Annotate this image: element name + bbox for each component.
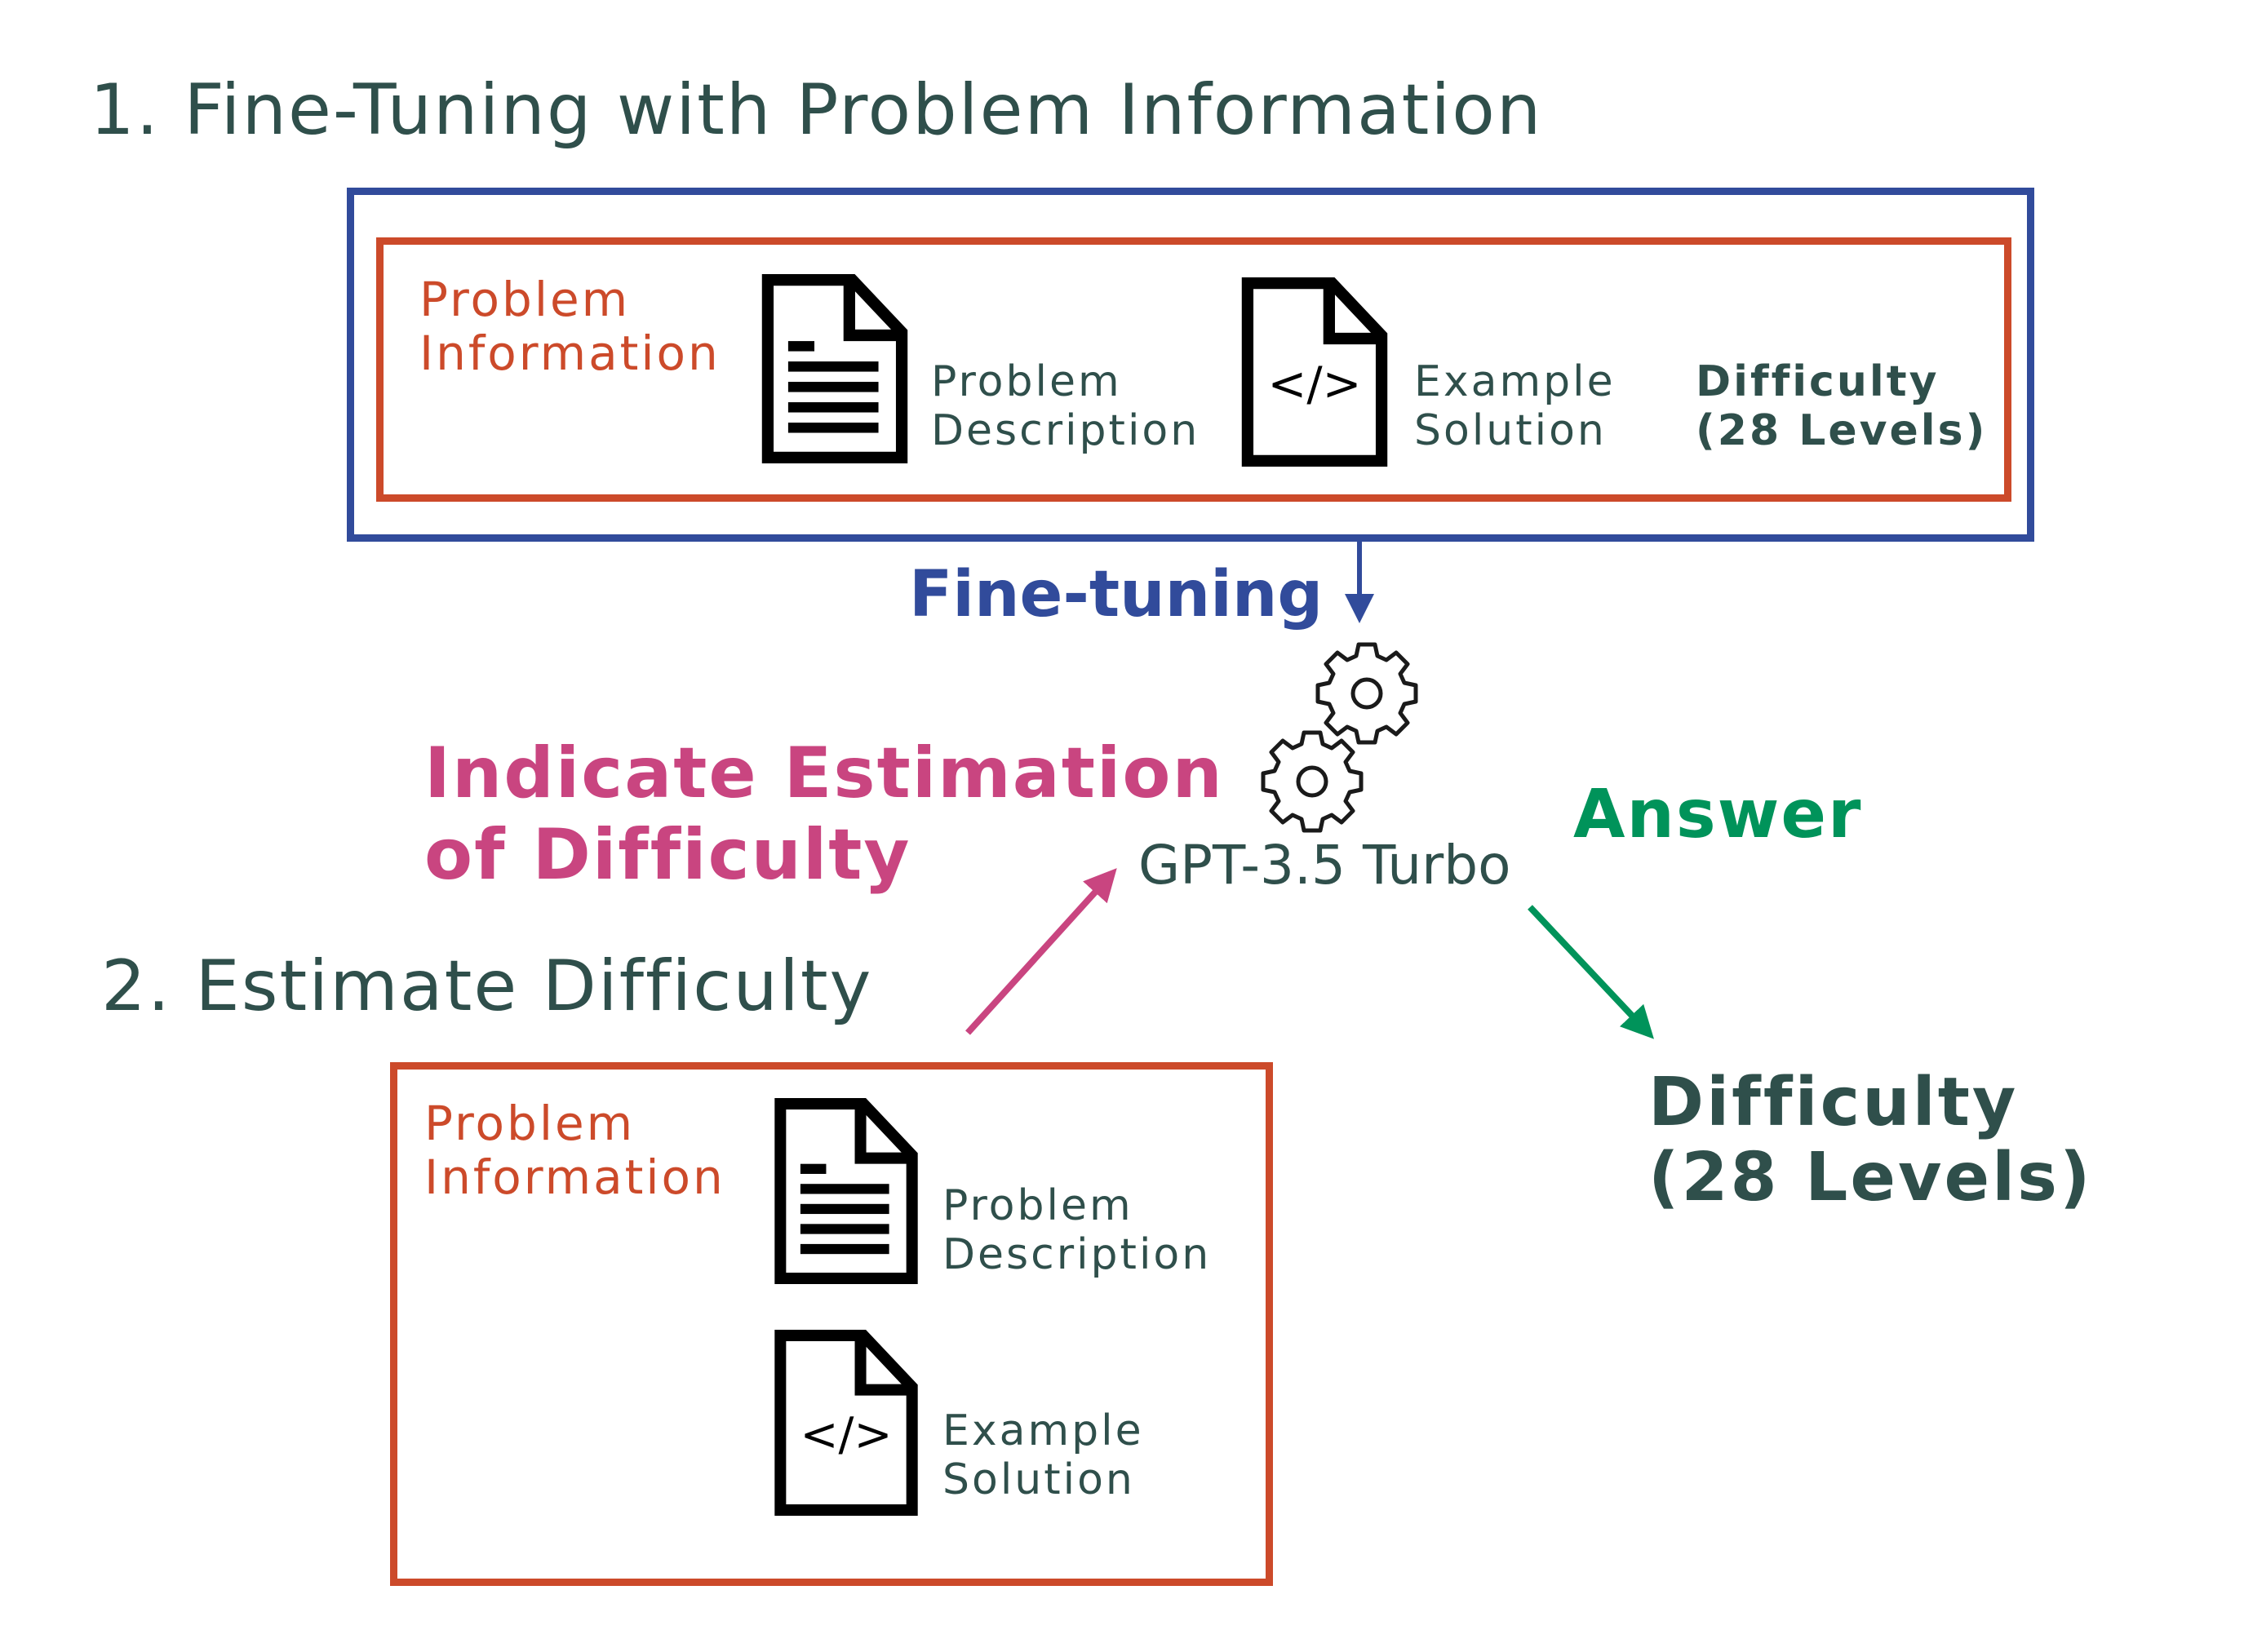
code-file-icon: </> [1241,277,1388,467]
step1-target-difficulty: Difficulty (28 Levels) [1696,357,1987,455]
item-label-line2: Solution [942,1455,1135,1504]
indicate-estimation-arrow [965,868,1117,1035]
code-file-icon: </> [774,1330,918,1516]
step1-group-label: Problem Information [419,272,721,380]
item-label-line1: Example [1414,357,1616,406]
step1-group-label-line1: Problem [419,272,631,327]
document-text-icon [774,1098,918,1284]
indicate-estimation-label: Indicate Estimation of Difficulty [424,733,1224,896]
indicate-label-line1: Indicate Estimation [424,733,1224,814]
step1-title: 1. Fine-Tuning with Problem Information [90,69,1543,151]
step2-group-label-line1: Problem [424,1096,636,1151]
step1-item-example-solution: Example Solution [1414,357,1616,455]
gears-icon [1261,642,1418,833]
answer-arrow [1528,905,1654,1039]
step1-item-problem-description: Problem Description [931,357,1200,455]
output-line1: Difficulty [1648,1064,2019,1141]
item-label-line1: Problem [942,1181,1133,1230]
item-label-line2: Description [931,406,1200,455]
item-label-line1: Problem [931,357,1122,406]
document-text-icon [761,274,908,463]
item-label-line1: Example [942,1406,1144,1455]
svg-text:</>: </> [1268,357,1362,411]
step2-problem-information-box [390,1062,1273,1586]
step2-item-problem-description: Problem Description [942,1181,1211,1279]
step2-title: 2. Estimate Difficulty [101,946,873,1027]
answer-label: Answer [1573,776,1863,853]
step2-group-label-line2: Information [424,1149,725,1205]
output-line2: (28 Levels) [1648,1139,2093,1216]
fine-tuning-label: Fine-tuning [909,558,1324,631]
step2-group-label: Problem Information [424,1096,725,1204]
step2-item-example-solution: Example Solution [942,1406,1144,1504]
step1-problem-information-box [376,237,2011,502]
indicate-label-line2: of Difficulty [424,814,911,896]
step1-group-label-line2: Information [419,326,721,381]
item-label-line2: Description [942,1230,1212,1279]
svg-text:</>: </> [800,1408,893,1461]
target-label-line1: Difficulty [1696,357,1940,406]
target-label-line2: (28 Levels) [1696,406,1988,455]
fine-tuning-data-box [347,188,2034,542]
output-difficulty: Difficulty (28 Levels) [1648,1065,2092,1216]
item-label-line2: Solution [1414,406,1607,455]
model-name: GPT-3.5 Turbo [1138,834,1511,897]
